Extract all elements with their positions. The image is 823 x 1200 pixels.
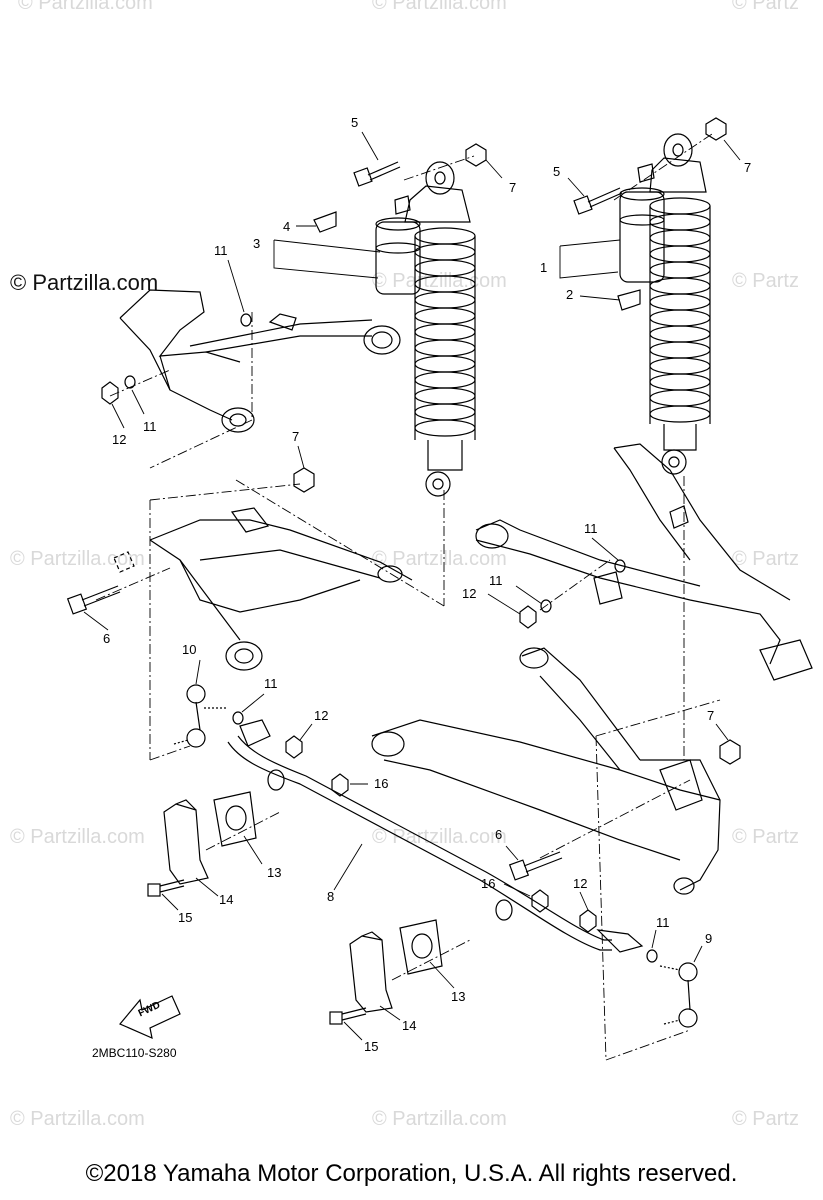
nut-7-middle: [293, 467, 315, 493]
washer-11-f: [646, 949, 658, 963]
watermark: © Partzilla.com: [372, 826, 507, 848]
callout-2: 2: [566, 287, 574, 302]
callout-7: 7: [509, 180, 517, 195]
callout-5: 5: [351, 115, 359, 130]
callout-11: 11: [656, 915, 670, 930]
callout-16: 16: [481, 876, 496, 891]
bushing-13-left: [213, 791, 257, 847]
bolt-15-right: [329, 1007, 367, 1025]
callout-7: 7: [292, 429, 300, 444]
end-link-10: [173, 684, 226, 748]
watermark: © Partzilla.com: [18, 0, 153, 14]
callout-13: 13: [267, 865, 282, 880]
callout-14: 14: [219, 892, 234, 907]
washer-11-e: [232, 711, 244, 725]
nut-7-top-right: [705, 117, 727, 141]
callout-11: 11: [264, 676, 278, 691]
nut-12-b: [519, 605, 537, 629]
watermark: © Partzilla.com: [372, 548, 507, 570]
fwd-arrow: [119, 995, 181, 1040]
nut-7-right: [719, 739, 741, 765]
callout-15: 15: [178, 910, 193, 925]
callout-12: 12: [462, 586, 477, 601]
watermark: © Partzilla.com: [10, 1108, 145, 1130]
watermark: © Partzilla.com: [372, 1108, 507, 1130]
shock-absorber-right: [617, 133, 711, 475]
watermark: © Partzilla.com: [10, 826, 145, 848]
washer-11-a: [240, 313, 252, 327]
nut-16-b: [531, 889, 549, 913]
watermark: © Partz: [732, 826, 799, 848]
watermark: © Partzilla.com: [372, 0, 507, 14]
callout-7: 7: [707, 708, 715, 723]
washer-11-b: [124, 375, 136, 389]
nut-12-d: [579, 909, 597, 933]
watermark: © Partz: [732, 270, 799, 292]
callout-8: 8: [327, 889, 335, 904]
bolt-15-left: [147, 879, 185, 897]
watermark: © Partz: [732, 1108, 799, 1130]
callout-9: 9: [705, 931, 713, 946]
watermark: © Partz: [732, 0, 799, 14]
callout-6: 6: [103, 631, 111, 646]
bracket-14-right: [349, 931, 393, 1013]
callout-11: 11: [584, 521, 598, 536]
callout-15: 15: [364, 1039, 379, 1054]
upper-arm-left: [113, 507, 413, 671]
diagram-code: 2MBC110-S280: [92, 1046, 177, 1060]
watermark: © Partzilla.com: [10, 548, 145, 570]
watermark: © Partz: [732, 548, 799, 570]
callout-11: 11: [214, 243, 228, 258]
nut-7-top-left: [465, 143, 487, 167]
callout-11: 11: [489, 573, 503, 588]
callout-6: 6: [495, 827, 503, 842]
nut-12-c: [285, 735, 303, 759]
frame-bracket-upper-left: [119, 289, 401, 433]
callout-13: 13: [451, 989, 466, 1004]
callout-16: 16: [374, 776, 389, 791]
callout-11: 11: [143, 419, 157, 434]
washer-11-d: [540, 599, 552, 613]
callout-1: 1: [540, 260, 548, 275]
callout-10: 10: [182, 642, 197, 657]
bolt-6-left: [66, 585, 121, 615]
copyright-footer: ©2018 Yamaha Motor Corporation, U.S.A. A…: [85, 1160, 738, 1187]
callout-4: 4: [283, 219, 291, 234]
callout-14: 14: [402, 1018, 417, 1033]
shock-absorber-left: [313, 161, 476, 497]
stabilizer-bar: [227, 719, 644, 953]
end-link-9: [659, 962, 698, 1028]
lower-arm: [371, 647, 721, 895]
callout-12: 12: [112, 432, 127, 447]
nut-16-a: [331, 773, 349, 797]
callout-12: 12: [573, 876, 588, 891]
callout-12: 12: [314, 708, 329, 723]
callout-7: 7: [744, 160, 752, 175]
callout-5: 5: [553, 164, 561, 179]
upper-arm-right: [475, 443, 813, 681]
bolt-5-right: [573, 187, 623, 215]
bolt-6-right: [508, 851, 563, 881]
callout-3: 3: [253, 236, 261, 251]
bolt-5-left: [353, 161, 401, 187]
watermark: © Partzilla.com: [10, 270, 159, 295]
bracket-14-left: [163, 799, 209, 885]
bushing-13-right: [399, 919, 443, 975]
nut-12-a: [101, 381, 119, 405]
